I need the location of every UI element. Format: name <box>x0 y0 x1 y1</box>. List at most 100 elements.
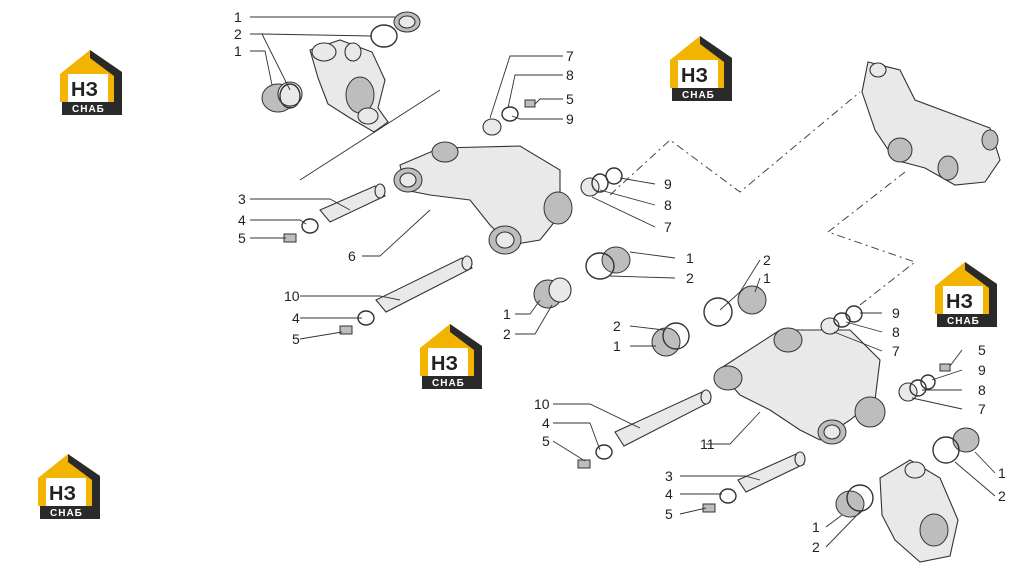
callout-3: 3 <box>665 468 673 484</box>
bearing-part-1 <box>651 327 681 357</box>
callout-4: 4 <box>292 310 300 326</box>
grease-fitting-part-5 <box>939 363 951 372</box>
callout-2: 2 <box>812 539 820 555</box>
pin-part-10 <box>614 389 712 447</box>
seal-ring-part-2 <box>932 436 960 464</box>
washer-part-8 <box>833 312 851 328</box>
callout-5: 5 <box>665 506 673 522</box>
seal-ring-part-2 <box>703 297 733 327</box>
axle-housing <box>861 61 1001 186</box>
callout-4: 4 <box>238 212 246 228</box>
callout-2: 2 <box>613 318 621 334</box>
hub-bracket-bottom <box>879 459 959 563</box>
svg-text:НЗ: НЗ <box>49 483 76 505</box>
svg-text:СНАБ: СНАБ <box>947 316 980 327</box>
leader-lines <box>250 16 996 548</box>
callout-7: 7 <box>892 343 900 359</box>
svg-text:НЗ: НЗ <box>431 353 458 375</box>
callout-1: 1 <box>686 250 694 266</box>
callout-2: 2 <box>998 488 1006 504</box>
bearing-part-1 <box>533 277 572 309</box>
svg-text:НЗ: НЗ <box>71 79 98 101</box>
svg-text:СНАБ: СНАБ <box>50 508 83 519</box>
washer-part-8 <box>591 173 609 193</box>
washer-part-4 <box>719 488 737 504</box>
callout-7: 7 <box>566 48 574 64</box>
swing-arm-part-11 <box>713 327 886 445</box>
grease-fitting-part-5 <box>524 99 536 108</box>
brand-logo: НЗ СНАБ <box>420 324 482 389</box>
callout-1: 1 <box>234 43 242 59</box>
svg-text:СНАБ: СНАБ <box>432 378 465 389</box>
callout-9: 9 <box>664 176 672 192</box>
callout-labels: 1 2 1 7 8 5 9 9 8 7 3 4 5 6 10 4 5 1 2 1… <box>234 9 1006 555</box>
callout-5: 5 <box>292 331 300 347</box>
callout-5: 5 <box>566 91 574 107</box>
seal-ring-part-2 <box>846 484 874 512</box>
circlip-part-9 <box>920 374 936 390</box>
brand-logo: НЗ СНАБ <box>60 50 122 115</box>
brand-logo: НЗ СНАБ <box>935 262 997 327</box>
callout-9: 9 <box>566 111 574 127</box>
callout-1: 1 <box>763 270 771 286</box>
callout-8: 8 <box>978 382 986 398</box>
callout-8: 8 <box>892 324 900 340</box>
bearing-part-1 <box>952 427 980 453</box>
callout-3: 3 <box>238 191 246 207</box>
bushing-part-7 <box>820 317 840 335</box>
bearing-part-1 <box>393 11 421 33</box>
svg-text:СНАБ: СНАБ <box>682 90 715 101</box>
bushing-part-7 <box>580 177 600 197</box>
callout-8: 8 <box>664 197 672 213</box>
svg-text:НЗ: НЗ <box>946 291 973 313</box>
svg-text:НЗ: НЗ <box>681 65 708 87</box>
callout-1: 1 <box>812 519 820 535</box>
hub-bracket-top <box>309 39 389 133</box>
circlip-part-9 <box>845 305 863 323</box>
callout-2: 2 <box>234 26 242 42</box>
washer-part-4 <box>301 218 319 234</box>
seal-ring-part-2 <box>585 252 615 280</box>
callout-2: 2 <box>763 252 771 268</box>
bearing-part-1 <box>261 81 303 113</box>
callout-9: 9 <box>978 362 986 378</box>
bearing-part-1 <box>601 246 631 274</box>
callout-11: 11 <box>700 436 715 452</box>
brand-logo: НЗ СНАБ <box>670 36 732 101</box>
callout-6: 6 <box>348 248 356 264</box>
grease-fitting-part-5 <box>702 503 716 513</box>
brand-logo: НЗ СНАБ <box>38 454 100 519</box>
callout-5: 5 <box>238 230 246 246</box>
pin-part-10 <box>375 255 473 313</box>
seal-ring-part-2 <box>279 83 301 109</box>
callout-5: 5 <box>978 342 986 358</box>
assembly-centerline <box>609 91 861 196</box>
callout-1: 1 <box>998 465 1006 481</box>
callout-1: 1 <box>503 306 511 322</box>
callout-1: 1 <box>234 9 242 25</box>
washer-part-4 <box>595 444 613 460</box>
bearing-part-1 <box>737 285 767 315</box>
bushing-part-7 <box>482 118 502 136</box>
grease-fitting-part-5 <box>339 325 353 335</box>
callout-2: 2 <box>503 326 511 342</box>
callout-4: 4 <box>542 415 550 431</box>
callout-9: 9 <box>892 305 900 321</box>
callout-10: 10 <box>284 288 300 304</box>
assembly-centerline <box>826 171 917 306</box>
grease-fitting-part-5 <box>577 459 591 469</box>
callout-4: 4 <box>665 486 673 502</box>
callout-7: 7 <box>978 401 986 417</box>
callout-5: 5 <box>542 433 550 449</box>
callout-10: 10 <box>534 396 550 412</box>
seal-ring-part-2 <box>370 24 398 48</box>
bearing-part-1 <box>835 490 865 518</box>
pin-part-3 <box>737 451 806 493</box>
callout-8: 8 <box>566 67 574 83</box>
circlip-part-9 <box>605 167 623 185</box>
svg-text:СНАБ: СНАБ <box>72 104 105 115</box>
swing-arm-part-6 <box>393 141 573 255</box>
washer-part-8 <box>501 106 519 122</box>
bushing-part-7 <box>898 382 918 402</box>
